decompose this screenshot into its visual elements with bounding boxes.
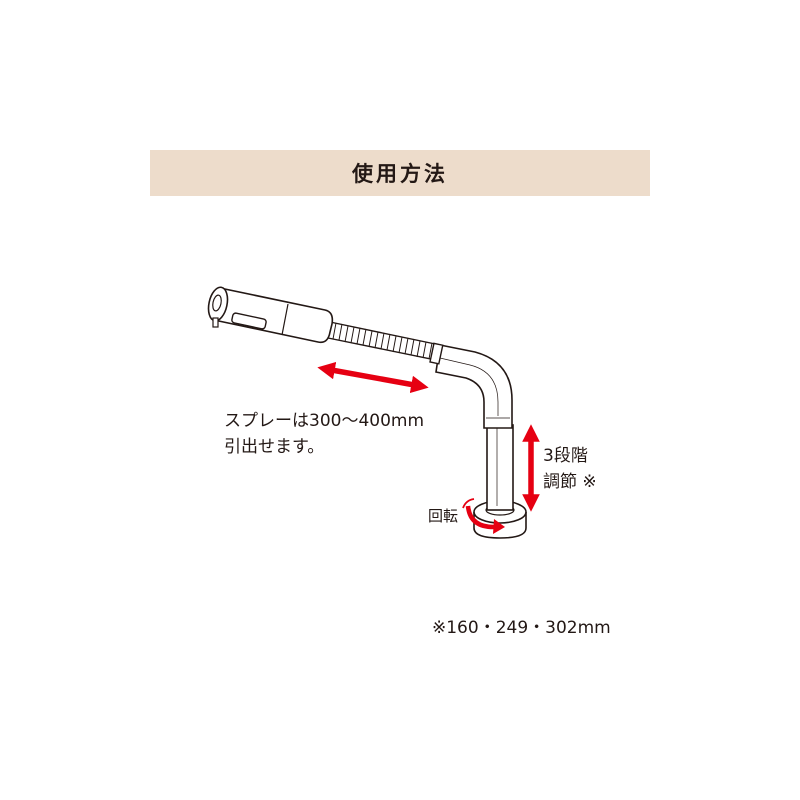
height-footnote: ※160・249・302mm — [432, 618, 611, 638]
height-note-line2: 調節 ※ — [543, 472, 597, 492]
height-note-line1: 3段階 — [543, 446, 588, 466]
rotation-arrow-icon — [462, 498, 505, 534]
spray-head-icon — [207, 286, 334, 344]
section-header-banner: 使用方法 — [150, 150, 650, 196]
spray-note-line1: スプレーは300〜400mm — [224, 411, 425, 431]
height-adjust-note: 3段階 調節 ※ — [543, 443, 597, 495]
flexible-hose-icon — [327, 321, 444, 365]
section-title: 使用方法 — [352, 162, 448, 186]
faucet-pipe-icon — [486, 424, 514, 511]
faucet-elbow-icon — [435, 344, 513, 429]
rotation-label: 回転 — [428, 507, 459, 525]
spray-note-line2: 引出せます。 — [224, 437, 325, 457]
pull-out-arrow-icon — [317, 361, 429, 394]
spray-pull-out-note: スプレーは300〜400mm 引出せます。 — [224, 408, 424, 460]
